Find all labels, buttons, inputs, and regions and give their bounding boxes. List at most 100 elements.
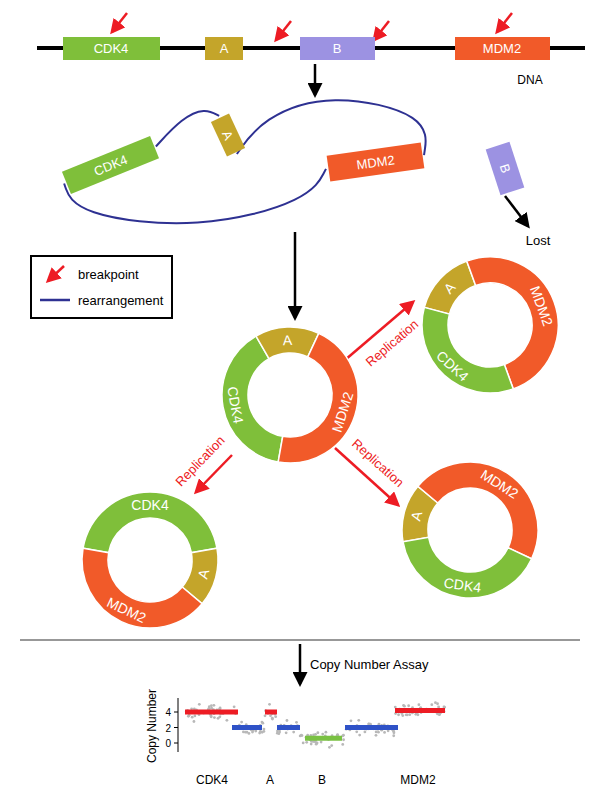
data-point [285, 731, 288, 734]
gene-box: A [205, 37, 243, 60]
fate-label: Lost [526, 233, 551, 248]
process-label: Replication [349, 436, 407, 490]
rearrangement-line [156, 111, 219, 146]
data-point [248, 732, 251, 735]
data-point [407, 704, 410, 707]
tick-label: 0 [165, 738, 171, 749]
data-point [305, 741, 308, 744]
axis-category: A [266, 773, 274, 787]
data-point [198, 703, 201, 706]
assay-label: Copy Number Assay [310, 657, 429, 672]
data-point [320, 741, 323, 744]
data-point [300, 734, 303, 737]
flow-arrow [314, 64, 317, 95]
breakpoint-arrow [276, 21, 291, 40]
gene-box: MDM2 [455, 37, 550, 60]
data-point [193, 715, 196, 718]
gene-name: A [220, 41, 229, 56]
strand-label: DNA [517, 73, 542, 87]
data-point [324, 731, 327, 734]
data-point [341, 743, 344, 746]
data-point [193, 720, 196, 723]
legend-text: breakpoint [78, 267, 139, 282]
flow-arrow [299, 644, 302, 684]
data-point [261, 731, 264, 734]
axis-category: MDM2 [400, 773, 435, 787]
segment-call [265, 710, 277, 715]
ring-segment-label: A [283, 332, 293, 348]
data-point [401, 714, 404, 717]
ecdna-ring [82, 492, 218, 628]
data-point [292, 731, 295, 734]
gene-name: B [497, 162, 514, 175]
data-point [240, 721, 243, 724]
process-label: Replication [363, 316, 422, 369]
data-point [191, 716, 194, 719]
data-point [417, 703, 420, 706]
segment-call [305, 736, 342, 741]
data-point [330, 744, 333, 747]
divider-line [20, 639, 580, 640]
ring-segment [83, 492, 217, 553]
axis-title: Copy Number [145, 689, 159, 763]
data-point [367, 723, 370, 726]
data-point [302, 742, 305, 745]
data-point [225, 719, 228, 722]
data-point [254, 730, 257, 733]
axis-category: B [318, 773, 326, 787]
gene-name: CDK4 [131, 497, 168, 513]
data-point [301, 734, 304, 737]
data-point [213, 716, 216, 719]
axis-category: CDK4 [196, 773, 228, 787]
data-point [403, 705, 406, 708]
data-point [212, 704, 215, 707]
data-point [268, 703, 271, 706]
data-point [417, 713, 420, 716]
tick-label: 2 [165, 722, 171, 733]
axis-tick [174, 727, 178, 728]
data-point [383, 731, 386, 734]
gene-name: CDK4 [91, 152, 129, 179]
gene-box: B [300, 37, 375, 60]
data-point [364, 731, 367, 734]
data-point [357, 719, 360, 722]
data-point [358, 734, 361, 737]
legend-sample [38, 290, 72, 310]
data-point [314, 733, 317, 736]
gene-box: CDK4 [61, 136, 158, 194]
process-label: Replication [172, 433, 227, 490]
data-point [244, 731, 247, 734]
gene-name: MDM2 [355, 152, 395, 172]
data-point [316, 731, 319, 734]
lost-arrow [505, 196, 528, 226]
data-point [397, 713, 400, 716]
breakpoint-arrow [374, 21, 389, 40]
data-point [233, 705, 236, 708]
ring-segment-label: CDK4 [132, 497, 169, 513]
gene-name: B [333, 41, 342, 56]
breakpoint-arrow [112, 13, 127, 32]
gene-box: CDK4 [63, 37, 160, 60]
gene-box: A [211, 114, 245, 157]
data-point [402, 704, 405, 707]
gene-name: A [219, 128, 236, 142]
data-point [263, 728, 266, 731]
data-point [355, 730, 358, 733]
data-point [342, 734, 345, 737]
ecdna-ring [222, 327, 358, 463]
data-point [295, 721, 298, 724]
segment-call [277, 725, 300, 730]
data-point [310, 743, 313, 746]
ecdna-ring [402, 462, 538, 598]
data-point [261, 722, 264, 725]
ring-segment [418, 462, 538, 559]
gene-name: A [283, 332, 293, 348]
ring-segment [424, 261, 475, 314]
data-point [210, 707, 213, 710]
legend-box: breakpointrearrangement [30, 255, 173, 319]
legend-line [40, 299, 70, 302]
data-point [406, 713, 409, 716]
data-point [350, 719, 353, 722]
